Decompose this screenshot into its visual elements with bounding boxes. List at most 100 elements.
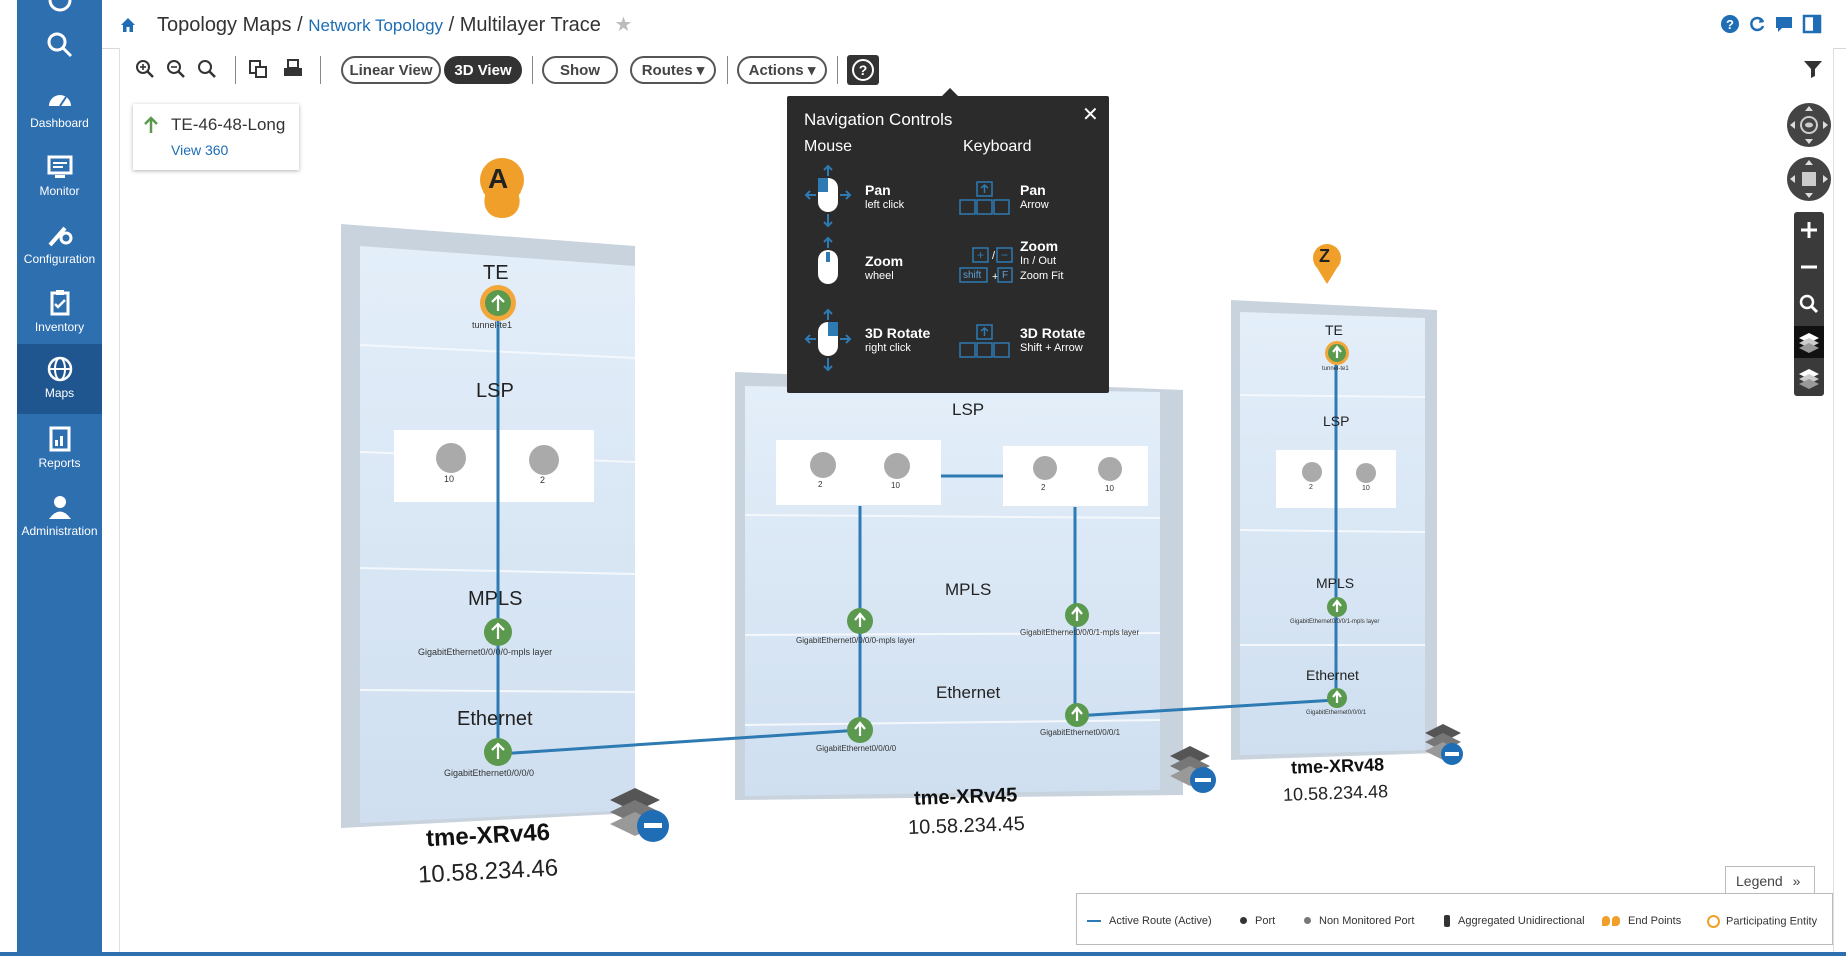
nav-maps[interactable]: Maps bbox=[17, 344, 102, 414]
nav-monitor[interactable]: Monitor bbox=[17, 142, 102, 210]
legend-port-label: Port bbox=[1255, 915, 1276, 927]
navigation-controls-popup: Navigation Controls ✕ Mouse Keyboard Pan… bbox=[787, 88, 1109, 393]
nav-inventory-label: Inventory bbox=[34, 320, 85, 334]
question-circle-icon: ? bbox=[852, 59, 874, 81]
mouse-zoom-icon bbox=[818, 236, 838, 284]
chat-icon[interactable] bbox=[1774, 14, 1794, 34]
legend-participating: Participating Entity bbox=[1707, 915, 1817, 928]
mouse-zoom-desc: wheel bbox=[865, 270, 894, 282]
toolbar-separator bbox=[235, 56, 236, 84]
breadcrumb-network-topology[interactable]: Network Topology bbox=[308, 16, 444, 35]
trace-info-card: TE-46-48-Long View 360 bbox=[133, 104, 299, 170]
left-nav: Dashboard Monitor Configuration Inventor… bbox=[17, 0, 102, 956]
zoom-plus-icon[interactable] bbox=[1794, 215, 1824, 245]
show-button[interactable]: Show bbox=[542, 56, 618, 84]
svg-text:?: ? bbox=[859, 62, 868, 78]
dashboard-icon bbox=[48, 95, 71, 107]
toolbar-separator bbox=[320, 56, 321, 84]
zoom-out-icon[interactable] bbox=[165, 58, 187, 80]
routes-dropdown[interactable]: Routes ▾ bbox=[630, 56, 716, 84]
nav-administration[interactable]: Administration bbox=[17, 482, 102, 550]
breadcrumb-sep: / bbox=[448, 14, 455, 36]
mouse-rotate-icon bbox=[804, 308, 852, 372]
legend-port: Port bbox=[1240, 915, 1275, 927]
nav-reports[interactable]: Reports bbox=[17, 414, 102, 482]
kb-pan-desc: Arrow bbox=[1020, 199, 1049, 211]
configuration-icon bbox=[48, 226, 72, 247]
popup-title: Navigation Controls bbox=[804, 110, 953, 129]
kb-pan-label: Pan bbox=[1020, 182, 1046, 198]
kb-zoom-desc-2: Zoom Fit bbox=[1020, 270, 1064, 282]
zoom-in-icon[interactable] bbox=[134, 58, 156, 80]
zoom-keys-icon: + / − + bbox=[959, 247, 1013, 283]
up-arrow-icon bbox=[144, 116, 158, 133]
svg-text:?: ? bbox=[1726, 17, 1734, 32]
kb-rotate-label: 3D Rotate bbox=[1020, 325, 1086, 341]
kb-zoom-desc-1: In / Out bbox=[1020, 255, 1057, 267]
help-button[interactable]: ? bbox=[847, 55, 879, 85]
legend-participating-label: Participating Entity bbox=[1726, 915, 1818, 928]
nav-administration-label: Administration bbox=[21, 524, 98, 538]
mouse-pan-desc: left click bbox=[865, 199, 905, 211]
nav-configuration[interactable]: Configuration bbox=[17, 210, 102, 278]
legend-active-route: Active Route (Active) bbox=[1087, 915, 1212, 927]
monitor-icon bbox=[47, 155, 72, 178]
svg-text:−: − bbox=[1001, 248, 1008, 262]
layers-icon[interactable] bbox=[1794, 326, 1824, 358]
mouse-header: Mouse bbox=[804, 138, 853, 155]
favorite-star-icon[interactable]: ★ bbox=[614, 14, 633, 36]
view-360-link[interactable]: View 360 bbox=[171, 142, 229, 158]
search-icon bbox=[47, 32, 72, 58]
nav-monitor-label: Monitor bbox=[39, 184, 80, 198]
breadcrumb-root[interactable]: Topology Maps bbox=[157, 14, 292, 36]
print-icon[interactable] bbox=[282, 58, 304, 80]
legend-end-points: End Points bbox=[1602, 915, 1681, 927]
3d-view-button[interactable]: 3D View bbox=[444, 56, 522, 84]
legend-non-monitored: Non Monitored Port bbox=[1304, 915, 1414, 927]
user-icon bbox=[48, 496, 71, 519]
pan-control-icon[interactable] bbox=[1786, 156, 1832, 202]
toolbar-separator bbox=[727, 56, 728, 84]
legend-aggregated-label: Aggregated Unidirectional bbox=[1458, 915, 1585, 927]
orbit-control-icon[interactable] bbox=[1786, 102, 1832, 148]
legend-active-route-label: Active Route (Active) bbox=[1109, 915, 1212, 927]
filter-icon[interactable] bbox=[1802, 58, 1824, 80]
svg-text:/: / bbox=[992, 250, 996, 262]
reports-icon bbox=[49, 426, 70, 452]
kb-zoom-label: Zoom bbox=[1020, 238, 1059, 254]
refresh-icon[interactable] bbox=[1747, 14, 1767, 34]
nav-top-icon[interactable] bbox=[17, 0, 102, 20]
legend-toggle[interactable]: Legend » bbox=[1725, 866, 1815, 894]
home-icon[interactable] bbox=[120, 17, 136, 33]
nav-inventory[interactable]: Inventory bbox=[17, 278, 102, 346]
svg-text:+: + bbox=[992, 271, 998, 283]
globe-icon bbox=[47, 356, 72, 382]
nav-dashboard-label: Dashboard bbox=[30, 116, 89, 130]
svg-text:+: + bbox=[977, 248, 984, 262]
mouse-zoom-label: Zoom bbox=[865, 253, 904, 269]
breadcrumb: Topology Maps / Network Topology / Multi… bbox=[157, 12, 632, 37]
export-icon[interactable] bbox=[247, 58, 269, 80]
breadcrumb-sep: / bbox=[297, 14, 303, 36]
close-icon[interactable]: ✕ bbox=[1082, 104, 1099, 126]
nav-configuration-label: Configuration bbox=[23, 252, 96, 266]
zoom-minus-icon[interactable] bbox=[1794, 252, 1824, 282]
nav-search[interactable] bbox=[17, 20, 102, 70]
layers-collapse-icon[interactable] bbox=[1794, 362, 1824, 394]
toolbar-separator bbox=[837, 56, 838, 84]
nav-reports-label: Reports bbox=[38, 456, 81, 470]
toolbar-separator bbox=[532, 56, 533, 84]
mouse-pan-icon bbox=[804, 164, 852, 228]
panel-toggle-icon[interactable] bbox=[1802, 14, 1822, 34]
linear-view-button[interactable]: Linear View bbox=[341, 56, 441, 84]
mouse-rotate-desc: right click bbox=[865, 342, 911, 354]
nav-dashboard[interactable]: Dashboard bbox=[17, 74, 102, 142]
kb-rotate-desc: Shift + Arrow bbox=[1020, 342, 1083, 354]
actions-dropdown[interactable]: Actions ▾ bbox=[737, 56, 827, 84]
legend-end-points-label: End Points bbox=[1628, 915, 1682, 927]
f-key-label: F bbox=[1002, 270, 1009, 281]
zoom-reset-icon[interactable] bbox=[1794, 289, 1824, 319]
zoom-fit-icon[interactable] bbox=[196, 58, 218, 80]
help-icon[interactable]: ? bbox=[1720, 14, 1740, 34]
trace-name: TE-46-48-Long bbox=[171, 115, 286, 134]
